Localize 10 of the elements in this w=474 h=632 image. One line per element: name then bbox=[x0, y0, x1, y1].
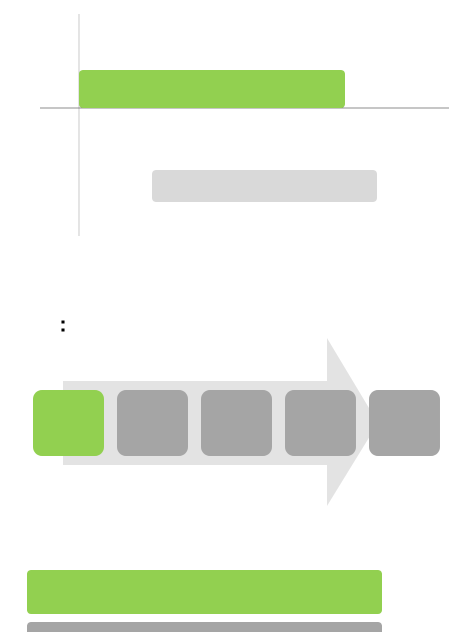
bar bbox=[152, 170, 377, 202]
bar bbox=[27, 622, 382, 632]
step-box bbox=[201, 390, 272, 456]
bar bbox=[79, 70, 345, 108]
step-box bbox=[33, 390, 104, 456]
bar bbox=[27, 570, 382, 614]
step-box bbox=[369, 390, 440, 456]
step-box bbox=[285, 390, 356, 456]
colon-mark: : bbox=[61, 320, 65, 332]
step-box bbox=[117, 390, 188, 456]
